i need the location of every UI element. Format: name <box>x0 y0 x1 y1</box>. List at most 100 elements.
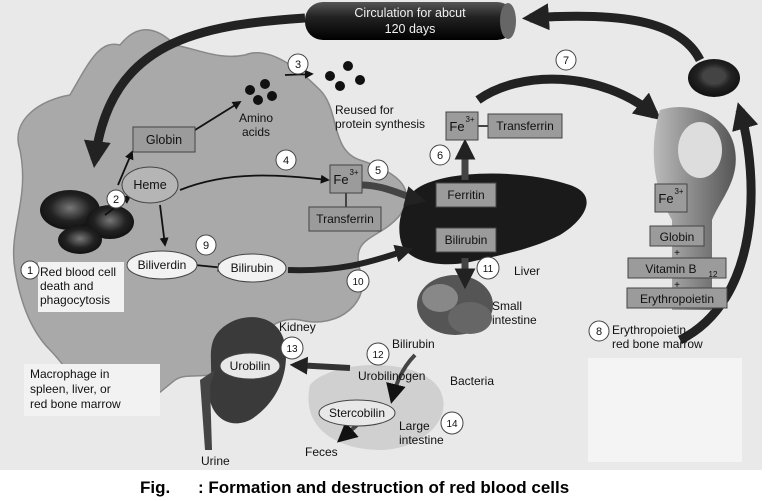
svg-text:3+: 3+ <box>674 187 683 196</box>
feces-label: Feces <box>305 445 338 459</box>
svg-text:Transferrin: Transferrin <box>496 119 554 133</box>
step-1-marker: 1 <box>20 260 40 280</box>
bilirubin-label-intestine: Bilirubin <box>392 337 435 351</box>
heme-node: Heme <box>121 166 179 204</box>
svg-text:8: 8 <box>596 326 602 338</box>
svg-text:Urobilin: Urobilin <box>230 359 271 373</box>
caption-text: : Formation and destruction of red blood… <box>198 478 569 497</box>
svg-text:Bilirubin: Bilirubin <box>445 233 488 247</box>
blank-box <box>588 358 742 462</box>
step-10-marker: 10 <box>346 269 370 293</box>
svg-text:Vitamin B: Vitamin B <box>645 262 696 276</box>
step8-line2: red bone marrow <box>612 337 703 351</box>
step-12-marker: 12 <box>366 342 390 366</box>
step-14-marker: 14 <box>440 411 464 435</box>
small-intestine-line2: intestine <box>492 313 537 327</box>
fe-box-macrophage: Fe 3+ <box>329 164 363 194</box>
macrophage-line3: red bone marrow <box>30 397 121 411</box>
svg-text:Transferrin: Transferrin <box>316 212 374 226</box>
kidney-label: Kidney <box>279 320 316 334</box>
step-11-marker: 11 <box>476 256 500 280</box>
bilirubin-node-macrophage: Bilirubin <box>217 253 287 283</box>
circulation-return-arrow <box>83 13 306 169</box>
svg-text:Globin: Globin <box>660 230 695 244</box>
tube-end <box>500 3 516 39</box>
circulation-tube <box>305 2 515 40</box>
macrophage-line1: Macrophage in <box>30 367 109 381</box>
svg-text:3: 3 <box>295 59 301 71</box>
svg-text:Heme: Heme <box>133 178 166 192</box>
svg-text:12: 12 <box>372 350 384 361</box>
svg-text:1: 1 <box>27 265 33 277</box>
urobilin-node: Urobilin <box>219 352 281 380</box>
globin-box: Globin <box>132 126 196 153</box>
liver-label: Liver <box>514 264 540 278</box>
svg-text:3+: 3+ <box>349 168 358 177</box>
svg-text:9: 9 <box>203 240 209 252</box>
small-intestine-line1: Small <box>492 299 522 313</box>
fe-box-liver: Fe 3+ <box>445 111 479 141</box>
svg-text:Fe: Fe <box>449 119 464 134</box>
svg-text:14: 14 <box>446 419 458 430</box>
step-13-marker: 13 <box>280 336 304 360</box>
plus-1: + <box>674 248 680 259</box>
svg-text:13: 13 <box>286 344 298 355</box>
svg-text:Globin: Globin <box>146 133 182 147</box>
step-8-marker: 8 <box>588 320 610 342</box>
urine-label: Urine <box>201 454 230 468</box>
amino-acids-line2: acids <box>242 125 270 139</box>
large-intestine-line2: intestine <box>399 433 444 447</box>
step-9-marker: 9 <box>195 234 217 256</box>
erythropoietin-box: Erythropoietin <box>626 287 728 309</box>
step-7-marker: 7 <box>555 49 577 71</box>
svg-text:Bilirubin: Bilirubin <box>231 261 274 275</box>
bacteria-label: Bacteria <box>450 374 494 388</box>
amino-acids-line1: Amino <box>239 111 273 125</box>
svg-text:2: 2 <box>113 194 119 206</box>
svg-text:5: 5 <box>375 165 381 177</box>
urobilinogen-label: Urobilinogen <box>358 369 425 383</box>
marrow-to-rbc-arrow <box>677 102 759 345</box>
bilirubin-box-liver: Bilirubin <box>435 227 497 253</box>
step1-line2: death and <box>40 279 93 293</box>
reused-line1: Reused for <box>335 103 394 117</box>
svg-text:7: 7 <box>563 55 569 67</box>
svg-text:Fe: Fe <box>658 191 673 206</box>
transferrin-to-marrow-arrow <box>475 74 662 121</box>
reused-line2: protein synthesis <box>335 117 425 131</box>
svg-text:4: 4 <box>283 155 289 167</box>
fe-box-marrow: Fe 3+ <box>654 183 688 213</box>
svg-text:Ferritin: Ferritin <box>447 188 484 202</box>
circulation-line1: Circulation for abcut <box>354 6 466 20</box>
svg-text:3+: 3+ <box>465 115 474 124</box>
step1-line1: Red blood cell <box>40 265 116 279</box>
svg-text:12: 12 <box>709 270 718 279</box>
large-intestine-line1: Large <box>399 419 430 433</box>
small-intestine-shape <box>417 275 493 335</box>
svg-text:Fe: Fe <box>333 172 348 187</box>
svg-text:Erythropoietin: Erythropoietin <box>640 292 714 306</box>
step-3-marker: 3 <box>287 53 309 75</box>
dying-rbc-cluster <box>40 190 134 254</box>
step-2-marker: 2 <box>106 189 126 209</box>
circulation-line2: 120 days <box>385 22 436 36</box>
ferritin-box: Ferritin <box>435 182 497 208</box>
caption-prefix: Fig. <box>140 478 170 497</box>
step-4-marker: 4 <box>275 149 297 171</box>
stercobilin-node: Stercobilin <box>318 399 396 427</box>
transferrin-box-liver: Transferrin <box>487 113 563 139</box>
svg-text:Stercobilin: Stercobilin <box>329 406 385 420</box>
step-5-marker: 5 <box>367 159 389 181</box>
marrow-to-circulation-arrow <box>521 3 705 63</box>
step1-line3: phagocytosis <box>40 293 110 307</box>
step8-line1: Erythropoietin <box>612 323 686 337</box>
step-6-marker: 6 <box>429 144 451 166</box>
transferrin-box-macrophage: Transferrin <box>308 206 382 232</box>
amino-acid-dots <box>245 61 365 105</box>
globin-box-marrow: Globin <box>649 225 705 247</box>
svg-text:6: 6 <box>437 150 443 162</box>
svg-text:11: 11 <box>483 264 494 275</box>
svg-text:Biliverdin: Biliverdin <box>138 258 187 272</box>
vitamin-box: Vitamin B 12 <box>627 257 727 279</box>
